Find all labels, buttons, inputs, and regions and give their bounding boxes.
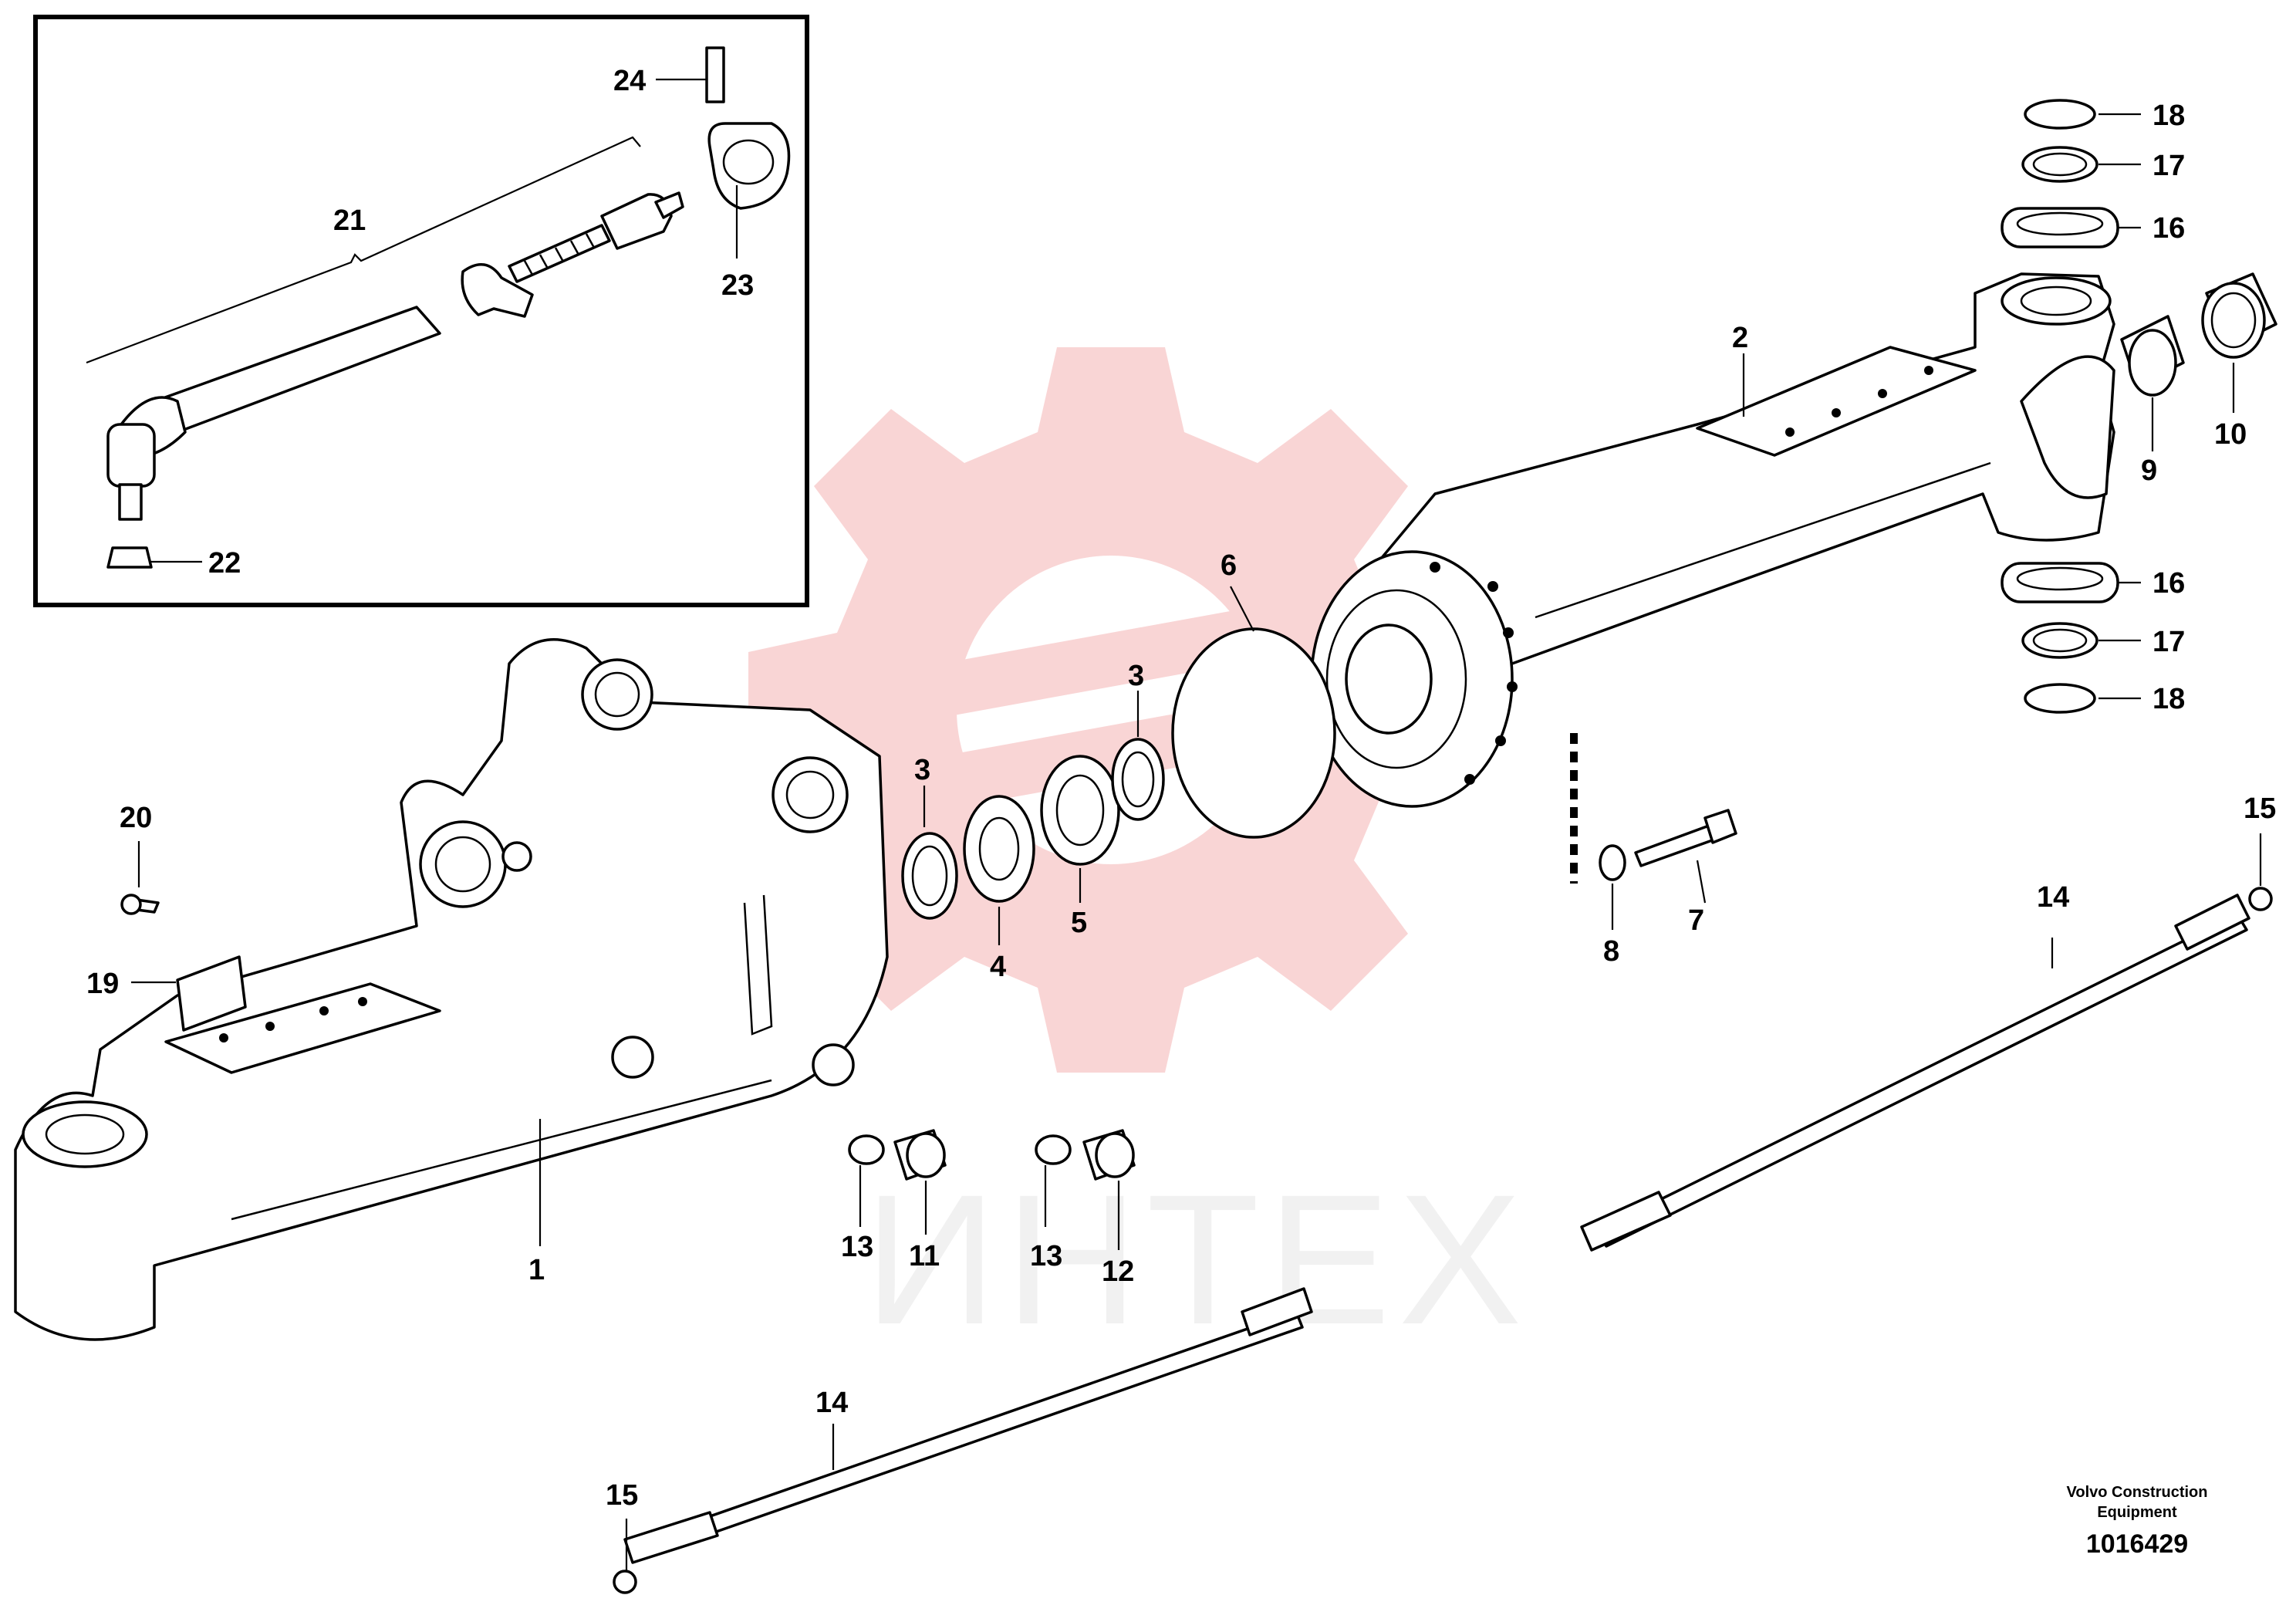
callout-22: 22: [208, 547, 241, 580]
cover-plate-right: [1696, 346, 1977, 457]
callout-5: 5: [1071, 907, 1087, 939]
watermark-text: ИНТЕХ: [864, 1156, 1530, 1363]
axle-housing-left-body: [14, 638, 889, 1341]
callout-8: 8: [1603, 935, 1619, 968]
callout-1: 1: [528, 1254, 545, 1286]
callout-12: 12: [1102, 1255, 1134, 1288]
leader-lines: [131, 113, 2262, 1570]
sign-plate-19: [176, 955, 247, 1032]
bearing-5: [1040, 755, 1120, 866]
lock-washer-23-hole: [722, 139, 775, 185]
callout-17a: 17: [2152, 150, 2185, 182]
drain-boss-2: [812, 1043, 855, 1086]
housing-edge-line: [231, 1079, 772, 1221]
circlip-15-right: [2248, 887, 2273, 911]
bearing-stack-top: [2001, 99, 2119, 248]
drain-boss-1: [611, 1036, 654, 1079]
kingpin-boss-right-top: [2001, 276, 2112, 326]
housing-right-edge-line: [1535, 461, 1991, 619]
callout-20: 20: [120, 802, 152, 834]
kingpin-yoke-right: [2020, 355, 2115, 499]
callout-4: 4: [990, 951, 1006, 983]
thread-marks: [523, 233, 596, 275]
callout-6: 6: [1221, 549, 1237, 582]
callout-16a: 16: [2152, 212, 2185, 245]
axle-housing-right: [1310, 272, 2115, 808]
callout-14a: 14: [2037, 881, 2069, 914]
bolt-7: [1634, 824, 1716, 867]
trunnion-left: [419, 820, 507, 908]
bushing-9: [2120, 315, 2185, 397]
callout-15a: 15: [2244, 792, 2276, 825]
brand-line-2: Equipment: [2097, 1504, 2177, 1521]
kingpin-boss-top: [22, 1100, 148, 1168]
axle-housing-left: [14, 638, 889, 1341]
callout-7: 7: [1688, 904, 1704, 937]
bolt-7-head: [1703, 809, 1737, 844]
callout-9: 9: [2141, 454, 2157, 487]
callout-14b: 14: [815, 1387, 848, 1419]
half-shaft-right: [1580, 887, 2273, 1252]
seal-13-left: [848, 1134, 885, 1165]
plug-boss-small: [501, 841, 532, 872]
drawing-number: 1016429: [2086, 1529, 2188, 1559]
callout-18b: 18: [2152, 683, 2185, 715]
clamp: [461, 262, 534, 318]
shim-3-right: [1111, 738, 1165, 821]
tie-rod-tube: [153, 306, 441, 434]
cover-plate: [164, 982, 441, 1074]
callout-13b: 13: [1030, 1240, 1062, 1272]
hub-bore: [1345, 623, 1433, 735]
callout-21: 21: [333, 204, 366, 237]
callout-3b: 3: [1128, 660, 1144, 692]
tie-rod-stud: [118, 483, 143, 521]
callout-19: 19: [86, 968, 119, 1000]
hub-flange-inner: [1325, 589, 1467, 769]
kingpin-bore: [45, 1113, 125, 1155]
bolt-24: [705, 46, 725, 103]
drawing-caption: Volvo Construction Equipment 1016429: [2067, 1484, 2208, 1559]
brace-21: [86, 136, 641, 364]
callout-2: 2: [1732, 322, 1748, 354]
trunnion-right: [772, 756, 849, 833]
circlip-15-left: [613, 1570, 637, 1594]
callout-labels: 1 2 3 3 4 5 6 7 8 9 10 11 12 13 13 14 14…: [86, 65, 2276, 1512]
callout-3a: 3: [914, 754, 930, 786]
bushing-10: [2201, 272, 2277, 359]
half-shaft-left: [613, 1287, 1313, 1594]
washer-8: [1599, 844, 1626, 881]
inset-frame: [33, 15, 809, 607]
callout-13a: 13: [841, 1231, 873, 1263]
shim-18-bottom: [2024, 683, 2096, 714]
tie-rod-joint-housing: [106, 423, 156, 488]
brand-line-1: Volvo Construction: [2067, 1484, 2208, 1501]
shim-18-top: [2024, 99, 2096, 130]
callout-16b: 16: [2152, 567, 2185, 600]
trunnion-top: [581, 658, 653, 731]
bearing-stack-bottom: [2001, 562, 2119, 714]
shim-3-left: [901, 832, 958, 920]
inset-tie-rod-detail: [33, 15, 809, 607]
callout-11: 11: [909, 1240, 940, 1272]
callout-15b: 15: [606, 1479, 638, 1512]
callout-10: 10: [2214, 418, 2247, 451]
bearing-4: [963, 795, 1035, 903]
castle-nut-22: [106, 546, 153, 569]
lock-washer-23: [707, 122, 791, 210]
o-ring-6: [1171, 627, 1336, 839]
callout-24: 24: [613, 65, 646, 97]
inner-tie-rod-tip: [654, 191, 684, 219]
seal-13-right: [1035, 1134, 1072, 1165]
callout-17b: 17: [2152, 626, 2185, 658]
housing-rib: [743, 894, 773, 1036]
callout-23: 23: [721, 269, 754, 302]
callout-18a: 18: [2152, 100, 2185, 132]
